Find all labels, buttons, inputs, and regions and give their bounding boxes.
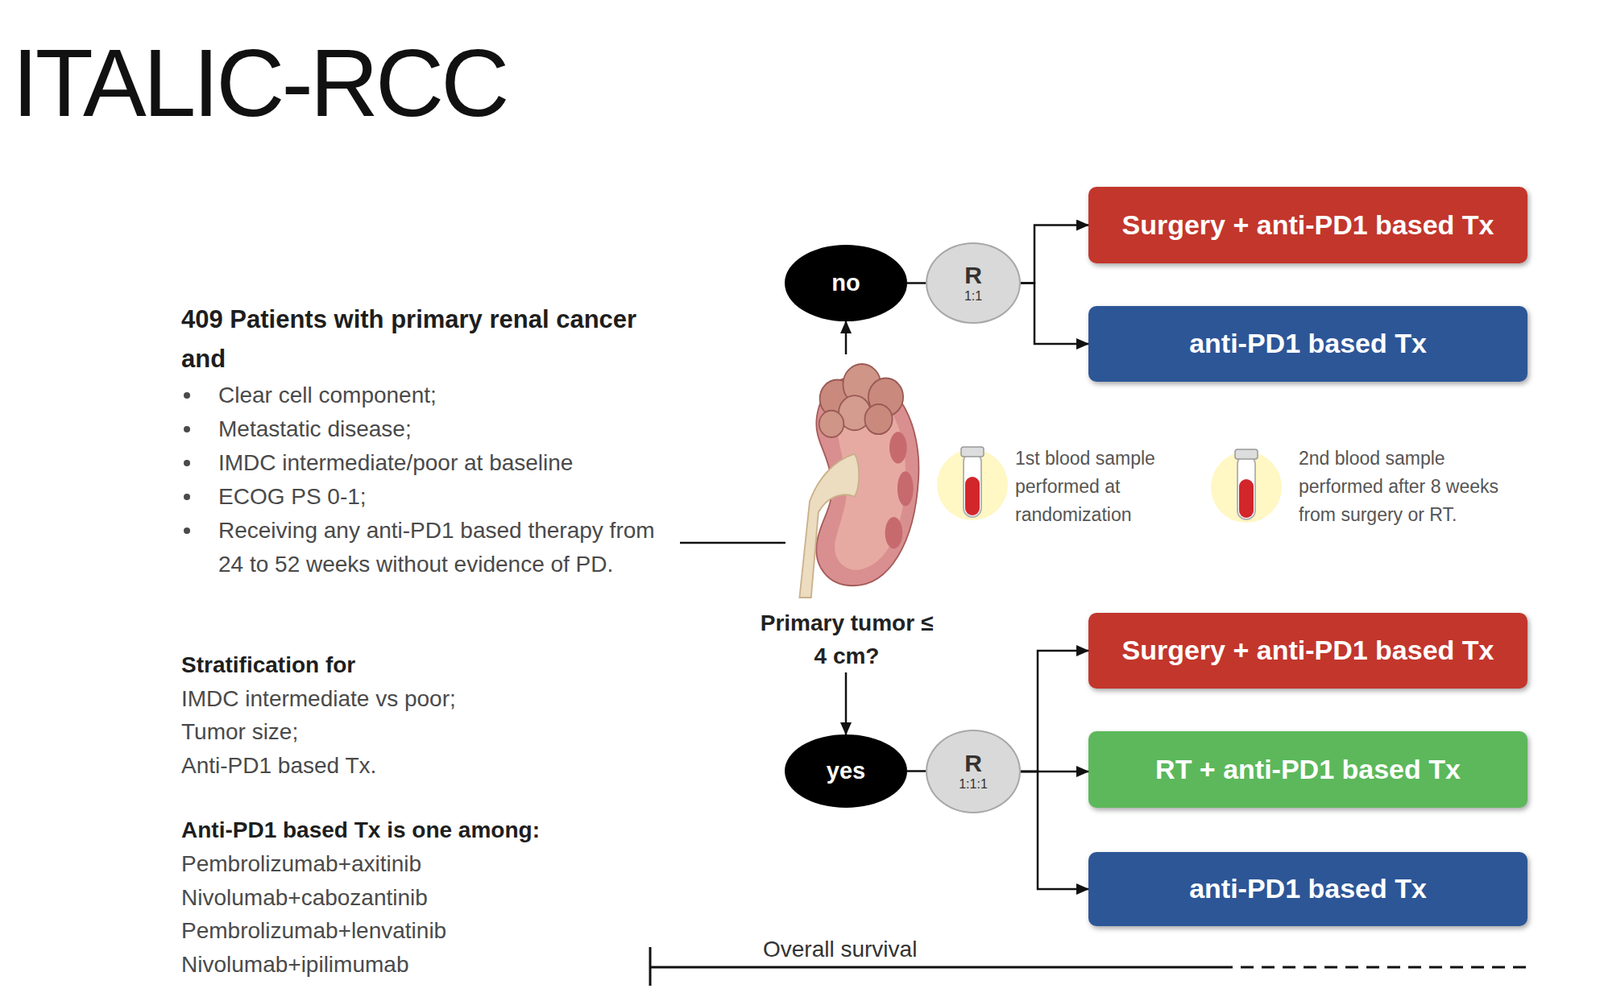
tube-cap xyxy=(1235,449,1258,460)
label-text: Clear cell component; xyxy=(218,378,674,413)
node-text: R xyxy=(964,261,983,289)
label-text: Nivolumab+ipilimumab xyxy=(181,948,665,983)
node-text: Primary tumor ≤ 4 cm? xyxy=(758,606,936,673)
connector-arrow xyxy=(907,281,926,285)
bullet-dot xyxy=(183,460,191,467)
tube-body xyxy=(963,452,982,518)
label-text: Receiving any anti-PD1 based therapy fro… xyxy=(218,513,674,582)
renal-pelvis-ureter xyxy=(799,454,859,598)
node-text: Surgery + anti-PD1 based Tx xyxy=(1114,634,1503,667)
tube-blood xyxy=(1239,479,1254,519)
kidney-pyramid xyxy=(889,431,908,464)
label-text: Pembrolizumab+axitinib xyxy=(181,847,665,882)
label-text: Anti-PD1 based Tx. xyxy=(181,749,665,784)
label-text: ECOG PS 0-1; xyxy=(218,480,674,514)
label-text: Anti-PD1 based Tx is one among: xyxy=(181,813,665,848)
kidney-illustration xyxy=(799,364,919,598)
kidney-question: Primary tumor ≤ 4 cm? xyxy=(758,354,936,673)
bullet-dot xyxy=(183,392,191,399)
label-text: 409 Patients with primary renal cancer a… xyxy=(181,299,649,379)
connector-arrow xyxy=(1020,771,1089,890)
label-text: Pembrolizumab+lenvatinib xyxy=(181,914,665,949)
treatment-box: Surgery + anti-PD1 based Tx xyxy=(1088,613,1528,689)
timeline-line xyxy=(650,966,1220,970)
label-text: IMDC intermediate vs poor; xyxy=(181,682,665,717)
label-text: Stratification for xyxy=(181,648,665,683)
tube-body xyxy=(1237,455,1256,520)
treatment-box: anti-PD1 based Tx xyxy=(1088,852,1528,927)
kidney-pyramid xyxy=(897,471,914,506)
treatment-box: Surgery + anti-PD1 based Tx xyxy=(1088,186,1528,264)
treatment-box: RT + anti-PD1 based Tx xyxy=(1088,731,1528,809)
blood-tube-icon xyxy=(936,447,1008,521)
tumor-lobe xyxy=(819,410,845,438)
node-text: RT + anti-PD1 based Tx xyxy=(1147,754,1469,786)
node-text: 1:1 xyxy=(964,288,983,306)
treatment-box: anti-PD1 based Tx xyxy=(1088,306,1528,382)
leader-line xyxy=(679,542,786,545)
tube-glow xyxy=(1210,451,1282,523)
blood-tube-icon xyxy=(1210,449,1282,523)
decision-ellipse: no xyxy=(784,244,908,322)
connector-arrow xyxy=(1020,650,1089,772)
connector-arrow xyxy=(1020,770,1089,774)
label-text: IMDC intermediate/poor at baseline xyxy=(218,446,674,481)
label-text: 1st blood sample performed at randomizat… xyxy=(1015,444,1185,530)
timeline-dashed xyxy=(1219,966,1526,970)
bullet-dot xyxy=(183,493,191,501)
label-text: Overall survival xyxy=(762,936,989,964)
bullet-dot xyxy=(183,426,191,433)
node-text: Surgery + anti-PD1 based Tx xyxy=(1114,209,1503,241)
node-text: R xyxy=(964,750,983,777)
connector-arrow xyxy=(845,672,848,735)
bullet-dot xyxy=(183,527,191,535)
connector-arrow xyxy=(1020,283,1089,345)
node-text: no xyxy=(831,270,860,297)
tube-cap xyxy=(961,447,984,457)
kidney-pyramid xyxy=(885,517,904,549)
title-text: ITALIC-RCC xyxy=(12,35,506,131)
node-text: anti-PD1 based Tx xyxy=(1181,327,1435,360)
node-text: 1:1:1 xyxy=(958,776,988,794)
label-text: Nivolumab+cabozantinib xyxy=(181,881,665,916)
connector-arrow xyxy=(845,321,848,355)
tube-glow xyxy=(936,449,1008,521)
randomization-circle: R1:1:1 xyxy=(925,729,1021,814)
decision-ellipse: yes xyxy=(784,734,908,809)
label-text: Tumor size; xyxy=(181,715,665,750)
connector-arrow xyxy=(907,770,926,773)
connector-arrow xyxy=(1020,225,1089,284)
node-text: anti-PD1 based Tx xyxy=(1181,873,1435,905)
tumor-lobe xyxy=(864,404,892,435)
label-text: Metastatic disease; xyxy=(218,412,674,447)
randomization-circle: R1:1 xyxy=(925,242,1021,324)
node-text: yes xyxy=(826,758,866,785)
tube-blood xyxy=(965,476,980,516)
label-text: 2nd blood sample performed after 8 weeks… xyxy=(1298,444,1525,530)
